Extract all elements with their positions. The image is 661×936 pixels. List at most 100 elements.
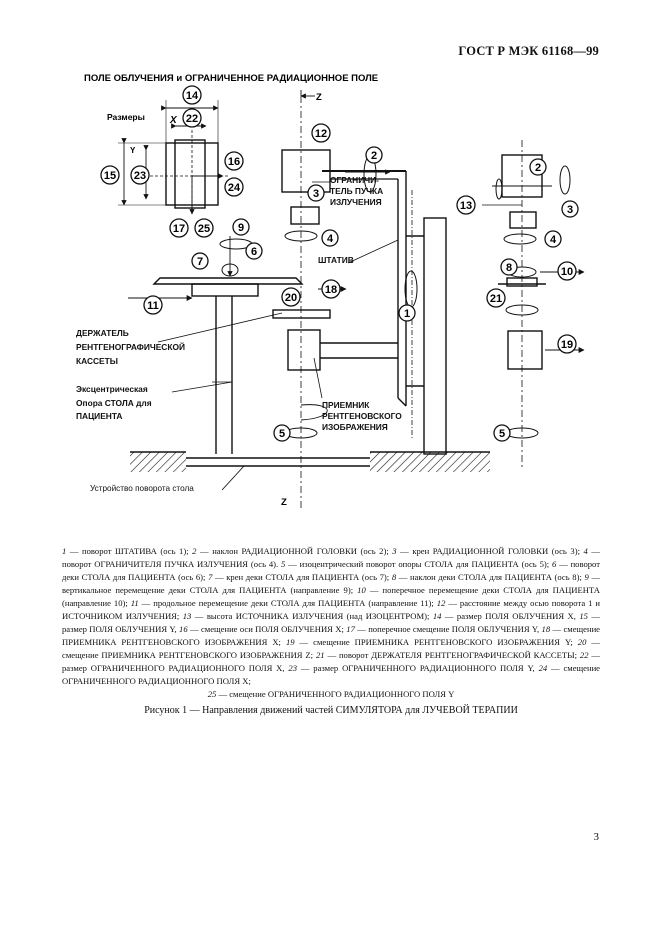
marker-number: 23 <box>134 170 146 182</box>
marker-m6: 6 <box>245 242 263 260</box>
marker-m24: 24 <box>224 177 244 197</box>
legend-number: 16 <box>179 624 188 634</box>
marker-m11: 11 <box>143 295 163 315</box>
marker-circle <box>456 195 476 215</box>
legend: 1 — поворот ШТАТИВА (ось 1); 2 — наклон … <box>62 545 600 701</box>
machine-front-view <box>482 140 585 470</box>
marker-m23: 23 <box>130 165 150 185</box>
legend-text: — наклон РАДИАЦИОННОЙ ГОЛОВКИ (ось 2); <box>196 546 393 556</box>
marker-number: 3 <box>567 204 573 216</box>
legend-text: — изоцентрический поворот опоры СТОЛА дл… <box>285 559 552 569</box>
marker-circle <box>273 424 291 442</box>
stand-label: ШТАТИВ <box>318 255 354 265</box>
legend-number: 8 <box>391 572 397 582</box>
legend-text: — крен РАДИАЦИОННОЙ ГОЛОВКИ (ось 3); <box>396 546 584 556</box>
patient-table <box>128 236 347 454</box>
marker-number: 16 <box>228 156 240 168</box>
legend-number: 12 <box>436 598 446 608</box>
receiver-label: ПРИЕМНИК РЕНТГЕНОВСКОГО ИЗОБРАЖЕНИЯ <box>322 400 404 432</box>
marker-number: 3 <box>313 188 319 200</box>
marker-number: 7 <box>197 256 203 268</box>
marker-number: 22 <box>186 113 198 125</box>
marker-circle <box>307 184 325 202</box>
legend-text: — высота ИСТОЧНИКА ИЗЛУЧЕНИЯ (над ИЗОЦЕН… <box>191 611 433 621</box>
figure-caption: Рисунок 1 — Направления движений частей … <box>144 705 518 716</box>
legend-number: 10 <box>357 585 366 595</box>
marker-number: 21 <box>490 293 502 305</box>
marker-m10: 10 <box>557 261 577 281</box>
support-label: Эксцентрическая Опора СТОЛА для ПАЦИЕНТА <box>76 384 154 421</box>
legend-number: 18 <box>541 624 551 634</box>
marker-m19: 19 <box>557 334 577 354</box>
marker-number: 2 <box>535 162 541 174</box>
marker-number: 19 <box>561 339 573 351</box>
floor <box>130 451 490 491</box>
marker-number: 11 <box>147 300 159 312</box>
marker-number: 5 <box>499 428 505 440</box>
legend-text: — смещение оси ПОЛЯ ОБЛУЧЕНИЯ X; <box>187 624 347 634</box>
marker-circle <box>544 230 562 248</box>
marker-m3b: 3 <box>561 200 579 218</box>
marker-number: 18 <box>325 284 337 296</box>
legend-number: 15 <box>579 611 588 621</box>
legend-text: — крен деки СТОЛА для ПАЦИЕНТА (ось 7); <box>212 572 392 582</box>
marker-m2b: 2 <box>529 158 547 176</box>
legend-text: — поворот деки СТОЛА для ПАЦИЕНТА (ось 6… <box>62 559 600 582</box>
marker-m20: 20 <box>281 287 301 307</box>
legend-text: — вертикальное перемещение деки СТОЛА дл… <box>62 572 601 595</box>
legend-number: 22 <box>579 650 589 660</box>
marker-circle <box>130 165 150 185</box>
marker-circle <box>561 200 579 218</box>
legend-number: 25 <box>207 689 217 699</box>
marker-circle <box>245 242 263 260</box>
diagram-title: ПОЛЕ ОБЛУЧЕНИЯ и ОГРАНИЧЕННОЕ РАДИАЦИОНН… <box>84 73 378 84</box>
marker-number: 14 <box>186 90 199 102</box>
marker-circle <box>182 108 202 128</box>
legend-number: 5 <box>281 559 286 569</box>
marker-m13: 13 <box>456 195 476 215</box>
marker-circle <box>321 279 341 299</box>
legend-number: 1 <box>62 546 67 556</box>
marker-m18: 18 <box>321 279 341 299</box>
marker-circle <box>191 252 209 270</box>
legend-number: 21 <box>315 650 325 660</box>
marker-circle <box>182 85 202 105</box>
standard-header: ГОСТ Р МЭК 61168—99 <box>458 44 599 58</box>
marker-number: 8 <box>506 262 512 274</box>
rotation-arrows <box>219 155 571 439</box>
legend-text: — поперечное смещение ПОЛЯ ОБЛУЧЕНИЯ Y, <box>354 624 542 634</box>
holder-label: ДЕРЖАТЕЛЬ РЕНТГЕНОГРАФИЧЕСКОЙ КАССЕТЫ <box>76 328 187 366</box>
sizes-label: Размеры <box>107 112 145 122</box>
marker-number: 13 <box>460 200 472 212</box>
legend-text: — размер ПОЛЯ ОБЛУЧЕНИЯ X, <box>441 611 580 621</box>
legend-text: — размер ОГРАНИЧЕННОГО РАДИАЦИОННОГО ПОЛ… <box>296 663 539 673</box>
marker-number: 15 <box>104 170 116 182</box>
marker-m1: 1 <box>398 304 416 322</box>
marker-circle <box>500 258 518 276</box>
marker-m4a: 4 <box>321 229 339 247</box>
legend-number: 4 <box>583 546 588 556</box>
marker-circle <box>281 287 301 307</box>
marker-circle <box>365 146 383 164</box>
marker-number: 24 <box>228 182 241 194</box>
marker-circle <box>529 158 547 176</box>
marker-circle <box>398 304 416 322</box>
legend-text: — смещение ПРИЕМНИКА РЕНТГЕНОВСКОГО ИЗОБ… <box>62 637 600 660</box>
leader-lines <box>157 181 399 399</box>
marker-number: 9 <box>238 222 244 234</box>
marker-number: 2 <box>371 150 377 162</box>
marker-circle <box>169 218 189 238</box>
marker-m8: 8 <box>500 258 518 276</box>
axis-x-label: X <box>169 115 178 126</box>
legend-number: 6 <box>551 559 557 569</box>
marker-m16: 16 <box>224 151 244 171</box>
marker-circle <box>100 165 120 185</box>
limiter-label: ОГРАНИЧИ- ТЕЛЬ ПУЧКА ИЗЛУЧЕНИЯ <box>330 175 386 207</box>
legend-text: — размер ОГРАНИЧЕННОГО РАДИАЦИОННОГО ПОЛ… <box>62 650 601 673</box>
legend-text: — поперечное перемещение деки СТОЛА для … <box>62 585 600 608</box>
legend-text: — смещение ОГРАНИЧЕННОГО РАДИАЦИОННОГО П… <box>62 663 600 686</box>
marker-circle <box>311 123 331 143</box>
legend-number: 3 <box>392 546 397 556</box>
legend-number: 11 <box>130 598 139 608</box>
legend-text: — размер ПОЛЯ ОБЛУЧЕНИЯ Y, <box>62 611 601 634</box>
